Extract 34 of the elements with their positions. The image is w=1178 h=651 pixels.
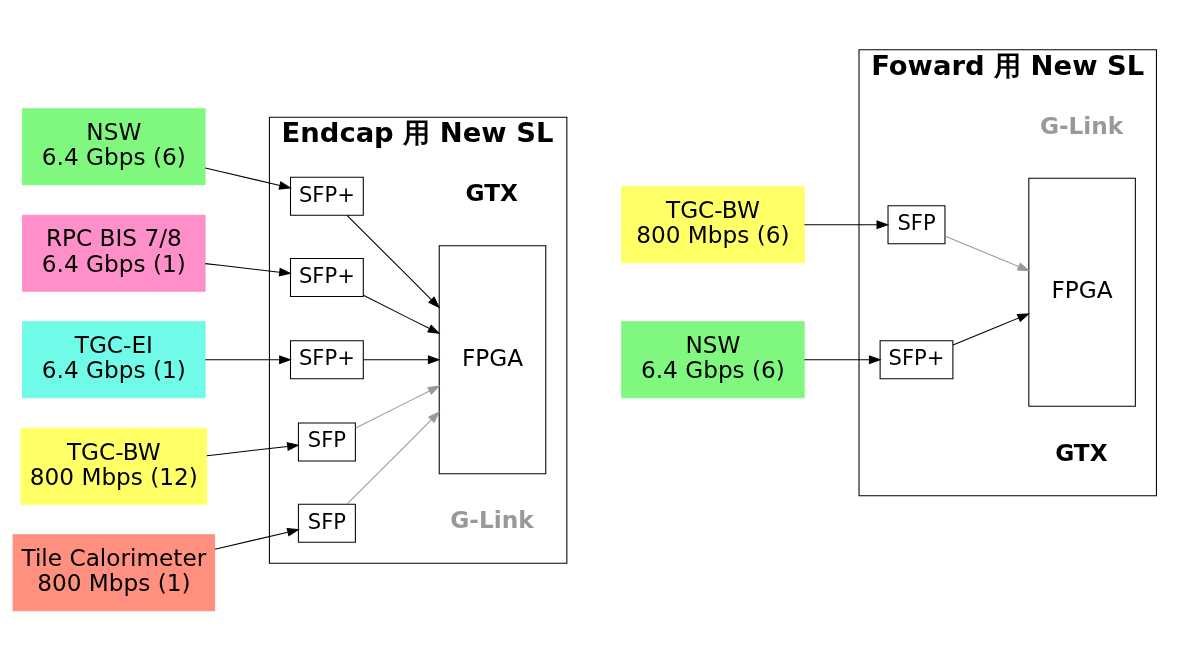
arrow	[346, 214, 441, 308]
node-box: SFP+	[290, 257, 364, 297]
arrow	[952, 312, 1030, 346]
label: G-Link	[1039, 111, 1124, 139]
node-box: FPGA	[438, 244, 547, 474]
arrow	[204, 354, 292, 364]
node-box: SFP	[297, 422, 356, 462]
node-box: FPGA	[1028, 177, 1136, 407]
arrow	[362, 294, 441, 334]
arrow	[214, 527, 300, 550]
arrow	[944, 235, 1031, 271]
arrow	[803, 354, 882, 364]
label: GTX	[465, 178, 518, 206]
node-box: RPC BIS 7/8 6.4 Gbps (1)	[22, 214, 206, 292]
node-box: Tile Calorimeter 800 Mbps (1)	[12, 533, 216, 611]
arrow	[362, 354, 441, 364]
node-box: NSW 6.4 Gbps (6)	[22, 107, 206, 185]
arrow	[803, 219, 890, 229]
arrow	[204, 166, 292, 190]
arrow	[206, 441, 300, 456]
node-box: SFP+	[290, 176, 364, 216]
node-box: SFP+	[290, 339, 364, 379]
node-box: SFP	[297, 503, 356, 543]
node-box: TGC-BW 800 Mbps (12)	[20, 427, 208, 505]
node-box: SFP+	[879, 339, 954, 379]
node-box: TGC-BW 800 Mbps (6)	[621, 185, 805, 263]
node-box: NSW 6.4 Gbps (6)	[621, 320, 805, 398]
arrow	[355, 384, 441, 429]
arrow	[204, 262, 292, 277]
arrow	[346, 410, 441, 505]
node-box: SFP	[887, 204, 946, 244]
label: GTX	[1055, 438, 1108, 466]
node-box: TGC-EI 6.4 Gbps (1)	[22, 320, 206, 398]
label: G-Link	[450, 505, 534, 533]
